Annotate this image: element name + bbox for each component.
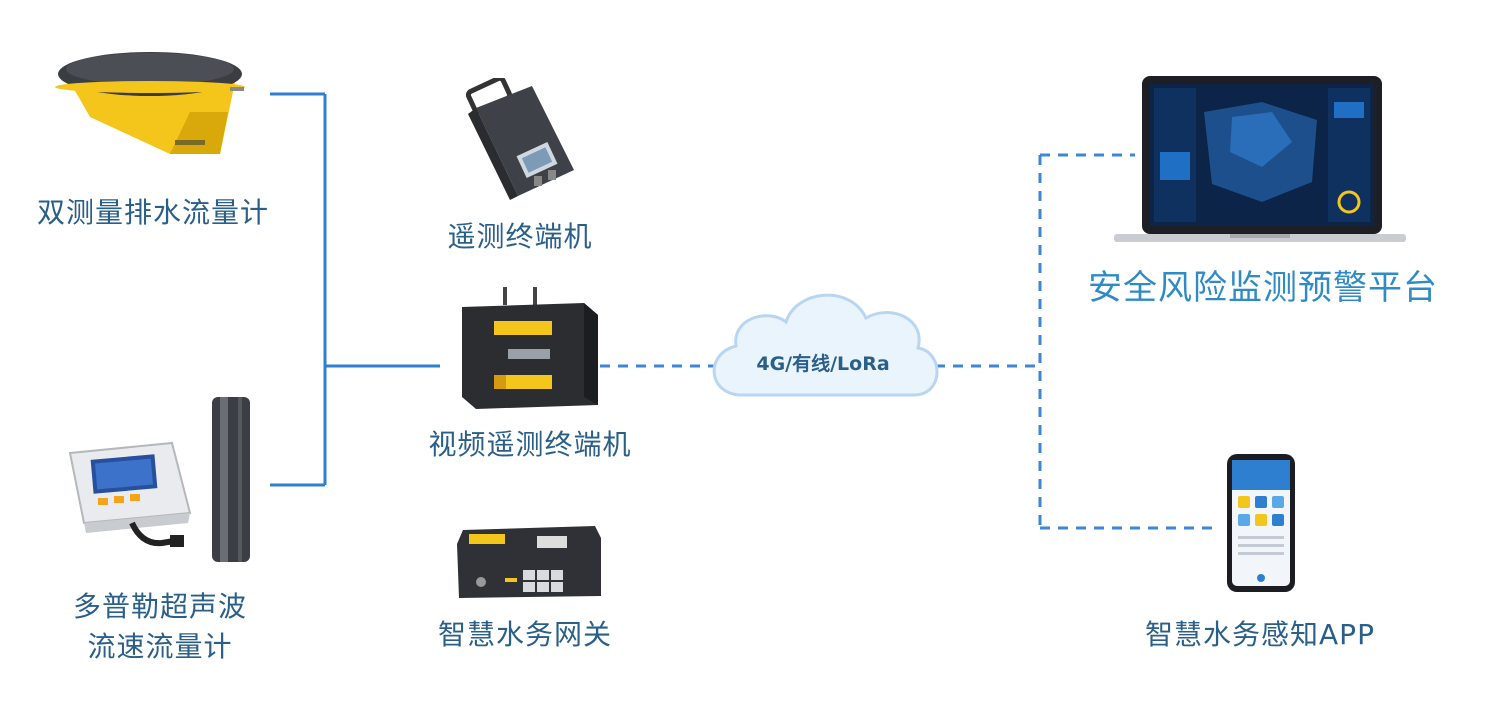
gateway-image xyxy=(457,526,601,598)
app-label: 智慧水务感知APP xyxy=(1145,618,1375,651)
dual-flowmeter-label: 双测量排水流量计 xyxy=(36,196,269,229)
dual-flowmeter-image xyxy=(55,52,245,154)
video-rtu-image xyxy=(462,287,598,409)
platform-label: 安全风险监测预警平台 xyxy=(1088,268,1438,308)
dashed-links xyxy=(600,153,1215,530)
cloud-label: 4G/有线/LoRa xyxy=(756,352,889,375)
doppler-flowmeter-image xyxy=(68,397,250,562)
phone-image xyxy=(1227,454,1295,592)
doppler-label-line1: 多普勒超声波 xyxy=(72,590,247,623)
video-rtu-label: 视频遥测终端机 xyxy=(428,428,632,461)
gateway-label: 智慧水务网关 xyxy=(437,618,612,651)
solid-bus xyxy=(270,92,440,487)
rtu-image xyxy=(465,78,574,200)
doppler-label-line2: 流速流量计 xyxy=(87,630,233,663)
rtu-label: 遥测终端机 xyxy=(447,220,593,253)
laptop-image xyxy=(1114,76,1406,242)
network-cloud: 4G/有线/LoRa xyxy=(712,293,939,397)
